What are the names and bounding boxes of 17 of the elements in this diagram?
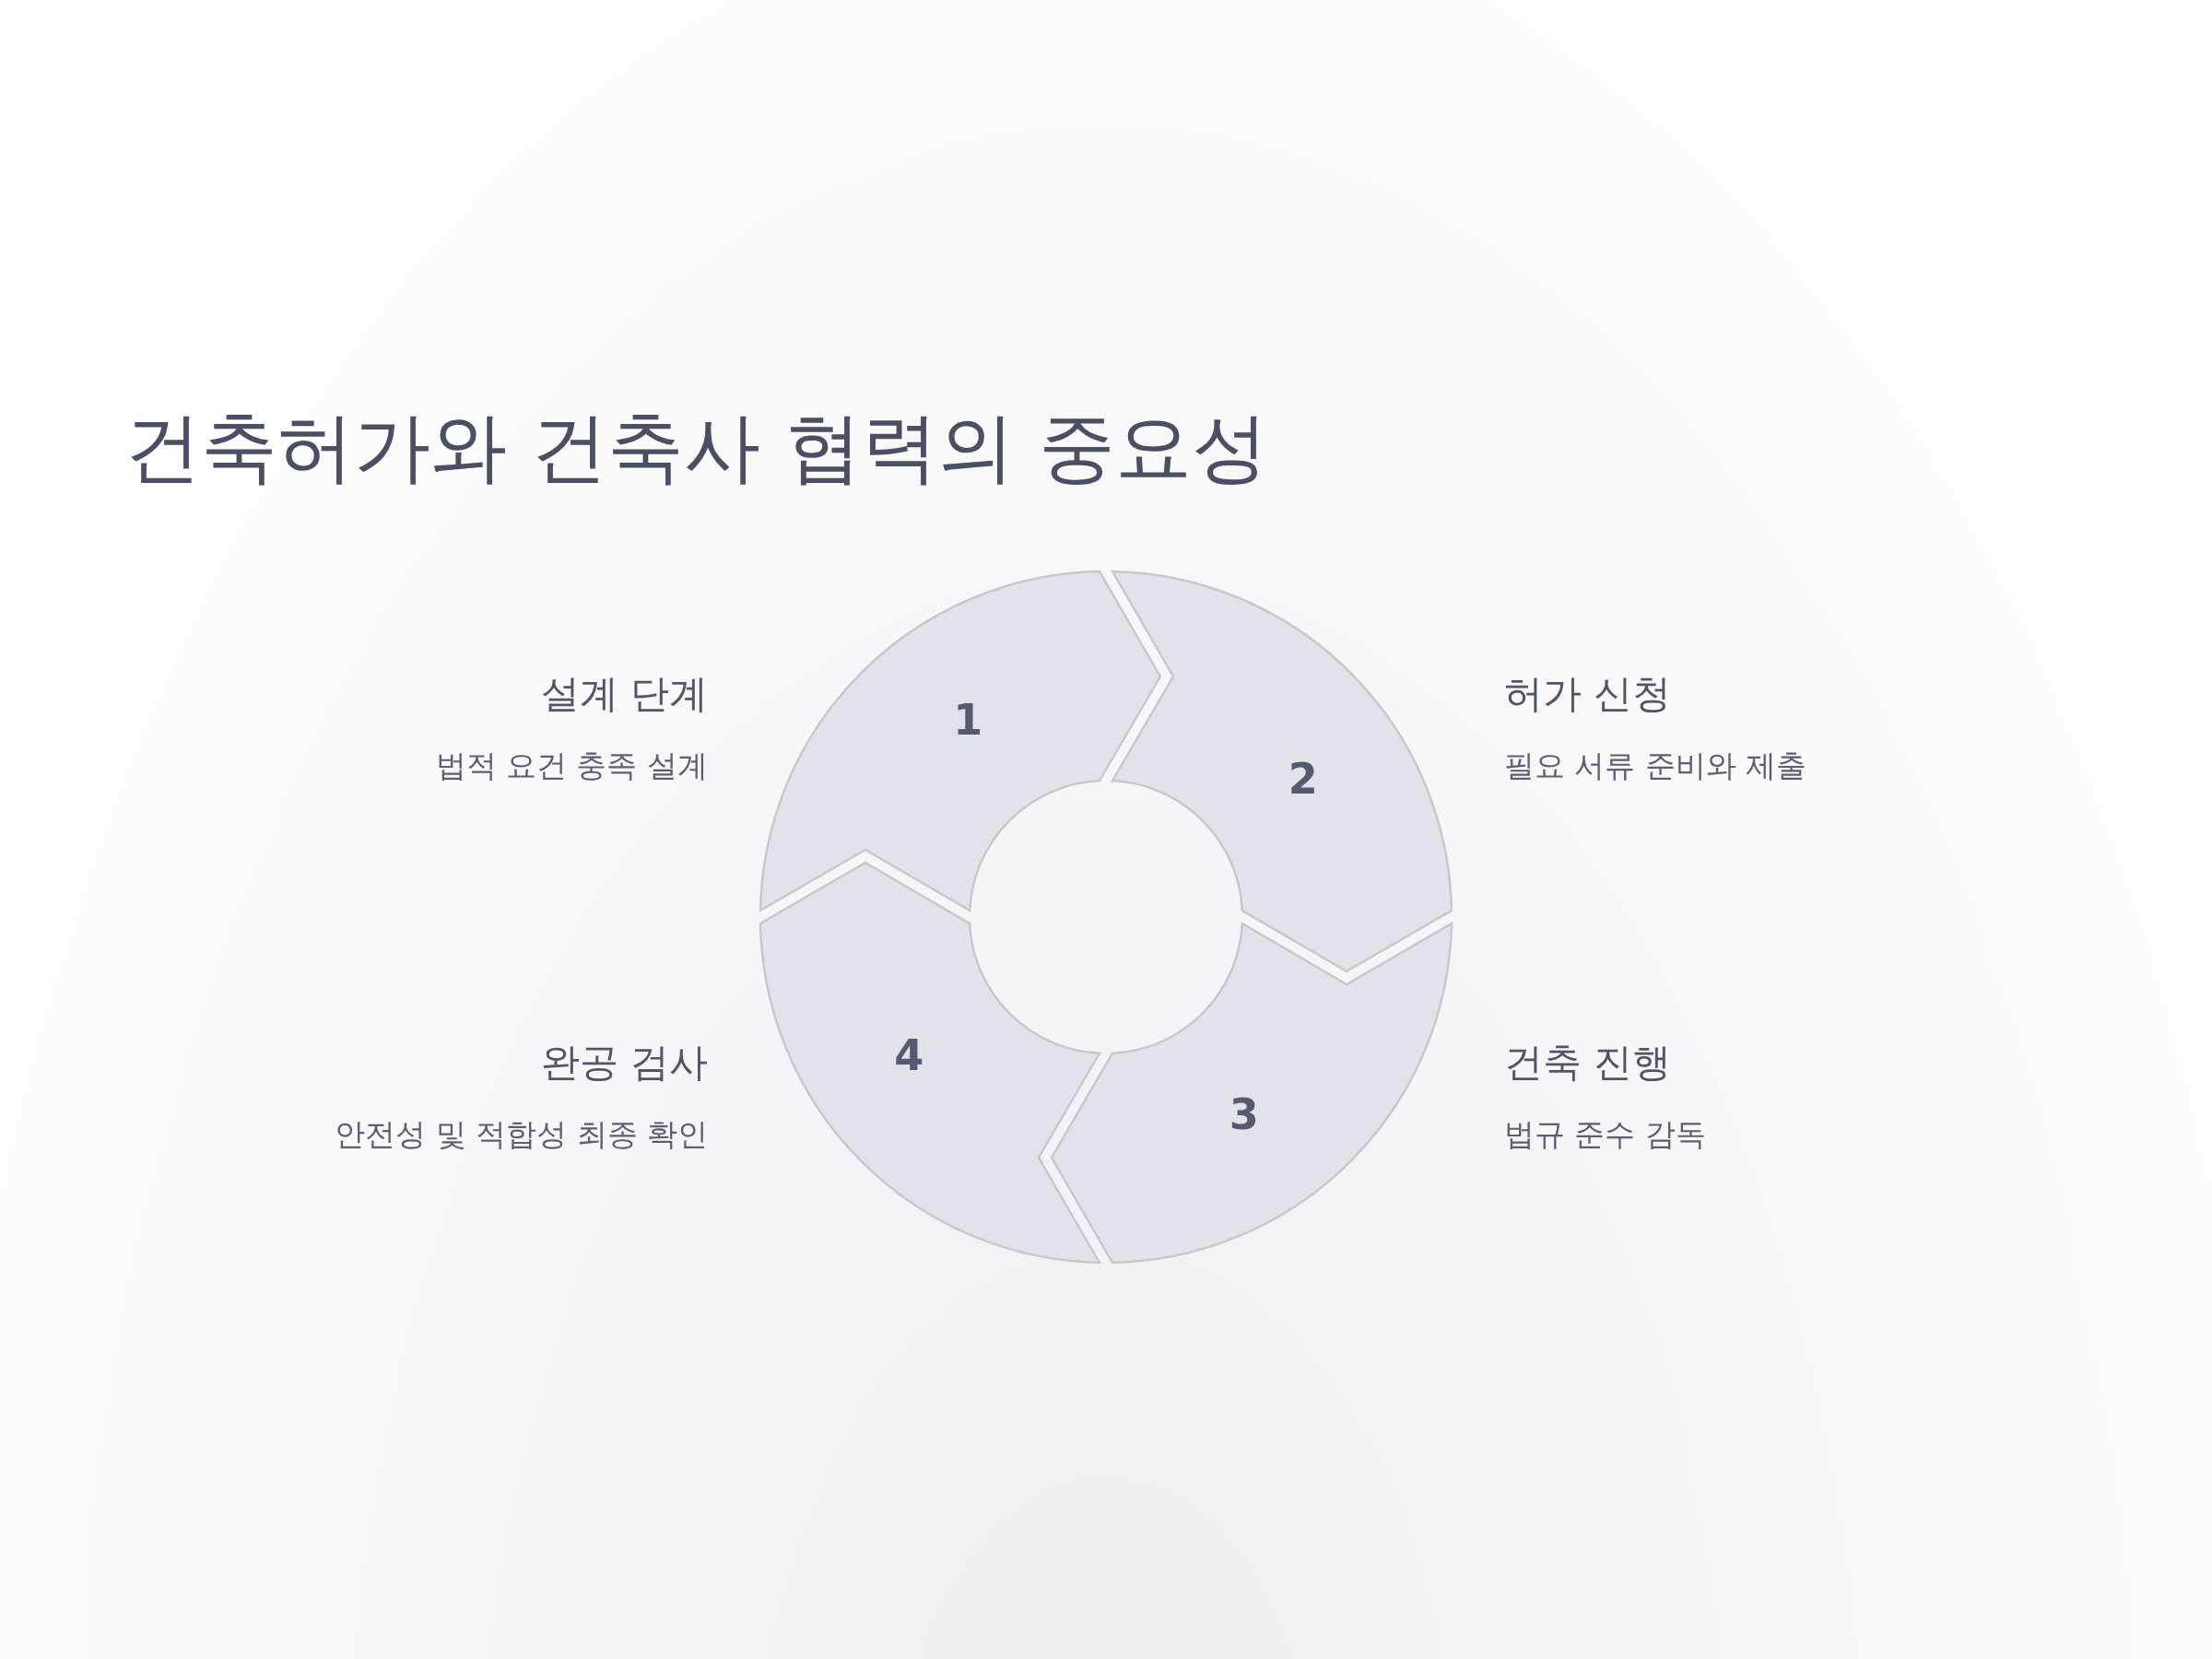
step-heading: 설계 단계	[540, 671, 708, 718]
step-heading: 건축 진행	[1504, 1040, 1672, 1087]
cycle-arrow-segment	[759, 861, 1101, 1265]
cycle-arrow-segment	[1111, 570, 1453, 973]
cycle-arrow-segment	[1050, 922, 1453, 1265]
step-heading: 완공 검사	[540, 1040, 708, 1087]
step-description: 안전성 및 적합성 최종 확인	[335, 1116, 708, 1153]
step-description: 법규 준수 감독	[1504, 1116, 1706, 1153]
step-number: 4	[894, 1033, 924, 1077]
step-description: 필요 서류 준비와 제출	[1504, 747, 1807, 784]
step-number: 3	[1229, 1092, 1259, 1135]
step-number: 1	[953, 699, 983, 742]
step-heading: 허가 신청	[1504, 671, 1672, 718]
step-description: 법적 요건 충족 설계	[435, 747, 708, 784]
step-number: 2	[1288, 758, 1318, 801]
title: 건축허가와 건축사 협력의 중요성	[124, 402, 1269, 494]
cycle-arrow-segment	[759, 570, 1162, 912]
